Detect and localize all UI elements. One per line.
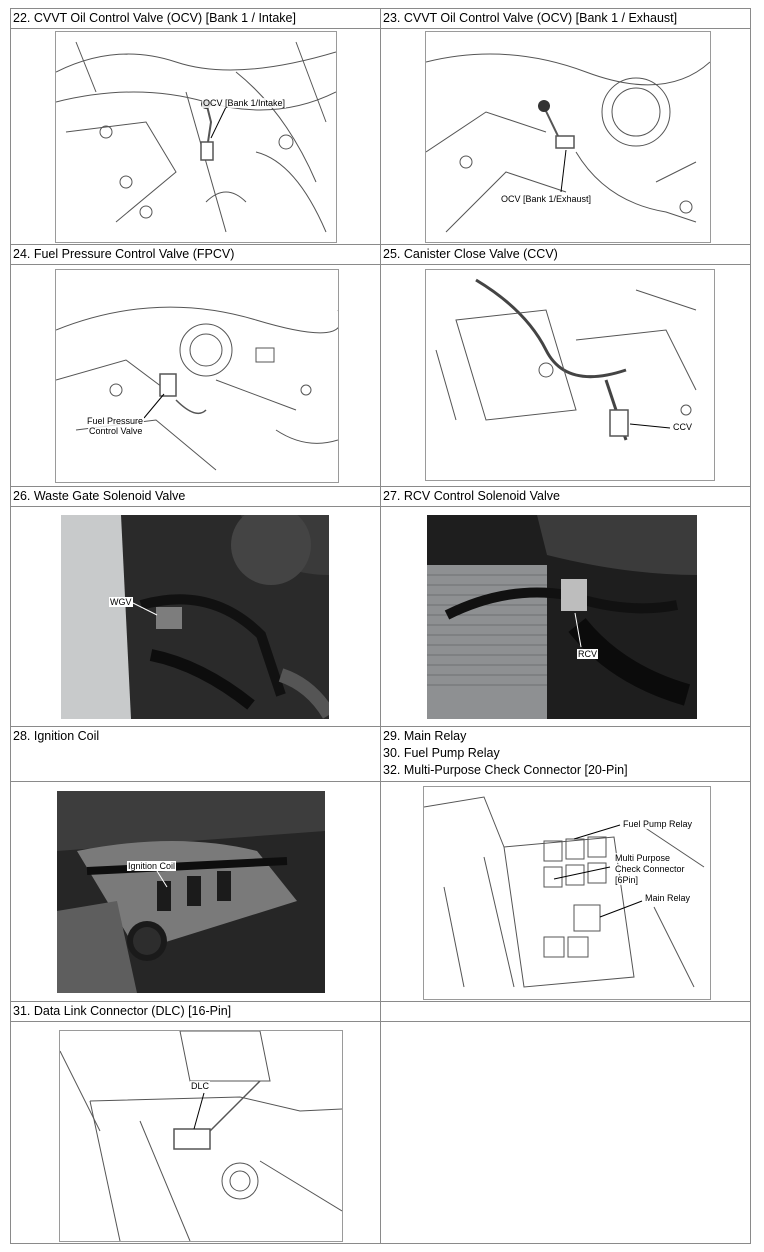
caption-31: 31. Data Link Connector (DLC) [16-Pin] — [11, 1002, 381, 1022]
caption-29-30-32: 29. Main Relay 30. Fuel Pump Relay 32. M… — [381, 727, 751, 782]
component-location-table: 22. CVVT Oil Control Valve (OCV) [Bank 1… — [10, 8, 752, 1244]
caption-22: 22. CVVT Oil Control Valve (OCV) [Bank 1… — [11, 8, 381, 29]
image-row-4: Ignition Coil — [10, 782, 752, 1002]
label-fpcv-line2: Control Valve — [88, 426, 144, 436]
label-ignition-coil: Ignition Coil — [127, 861, 177, 871]
caption-empty — [381, 1002, 751, 1022]
image-cell-empty — [381, 1022, 751, 1244]
ocv-intake-diagram: OCV [Bank 1/Intake] — [55, 31, 337, 243]
label-main-relay: Main Relay — [644, 893, 692, 903]
label-multi-purpose-line3: [6Pin] — [614, 875, 640, 885]
caption-23: 23. CVVT Oil Control Valve (OCV) [Bank 1… — [381, 8, 751, 29]
caption-32: 32. Multi-Purpose Check Connector [20-Pi… — [383, 763, 628, 777]
caption-row-1: 22. CVVT Oil Control Valve (OCV) [Bank 1… — [10, 8, 752, 29]
caption-25: 25. Canister Close Valve (CCV) — [381, 245, 751, 265]
caption-row-5: 31. Data Link Connector (DLC) [16-Pin] — [10, 1002, 752, 1022]
caption-28: 28. Ignition Coil — [11, 727, 381, 782]
caption-row-2: 24. Fuel Pressure Control Valve (FPCV) 2… — [10, 245, 752, 265]
caption-29: 29. Main Relay — [383, 729, 467, 743]
wgv-photo: WGV — [61, 515, 329, 719]
image-row-3: WGV — [10, 507, 752, 727]
label-multi-purpose-line2: Check Connector — [614, 864, 686, 874]
caption-27: 27. RCV Control Solenoid Valve — [381, 487, 751, 507]
caption-26: 26. Waste Gate Solenoid Valve — [11, 487, 381, 507]
image-row-2: Fuel Pressure Control Valve CCV — [10, 265, 752, 487]
caption-30: 30. Fuel Pump Relay — [383, 746, 500, 760]
label-wgv: WGV — [109, 597, 133, 607]
image-row-5: DLC — [10, 1022, 752, 1244]
ocv-exhaust-diagram: OCV [Bank 1/Exhaust] — [425, 31, 711, 243]
image-row-1: OCV [Bank 1/Intake] OCV [Ban — [10, 29, 752, 245]
caption-row-3: 26. Waste Gate Solenoid Valve 27. RCV Co… — [10, 487, 752, 507]
image-cell-29-30-32: Fuel Pump Relay Multi Purpose Check Conn… — [381, 782, 751, 1002]
rcv-photo: RCV — [427, 515, 697, 719]
label-multi-purpose-line1: Multi Purpose — [614, 853, 672, 863]
image-cell-28: Ignition Coil — [11, 782, 381, 1002]
image-cell-31: DLC — [11, 1022, 381, 1244]
image-cell-25: CCV — [381, 265, 751, 487]
image-cell-27: RCV — [381, 507, 751, 727]
label-fuel-pump-relay: Fuel Pump Relay — [622, 819, 694, 829]
label-ccv: CCV — [672, 422, 694, 432]
ccv-diagram: CCV — [425, 269, 715, 481]
image-cell-22: OCV [Bank 1/Intake] — [11, 29, 381, 245]
image-cell-26: WGV — [11, 507, 381, 727]
label-rcv: RCV — [577, 649, 599, 659]
label-fpcv-line1: Fuel Pressure — [86, 416, 145, 426]
caption-24: 24. Fuel Pressure Control Valve (FPCV) — [11, 245, 381, 265]
fpcv-diagram: Fuel Pressure Control Valve — [55, 269, 339, 483]
image-cell-24: Fuel Pressure Control Valve — [11, 265, 381, 487]
ignition-coil-photo: Ignition Coil — [57, 791, 325, 993]
caption-row-4: 28. Ignition Coil 29. Main Relay 30. Fue… — [10, 727, 752, 782]
label-dlc: DLC — [190, 1081, 211, 1091]
label-ocv-exhaust: OCV [Bank 1/Exhaust] — [500, 194, 593, 204]
dlc-diagram: DLC — [59, 1030, 343, 1242]
image-cell-23: OCV [Bank 1/Exhaust] — [381, 29, 751, 245]
label-ocv-intake: OCV [Bank 1/Intake] — [202, 98, 287, 108]
relay-box-diagram: Fuel Pump Relay Multi Purpose Check Conn… — [423, 786, 711, 1000]
